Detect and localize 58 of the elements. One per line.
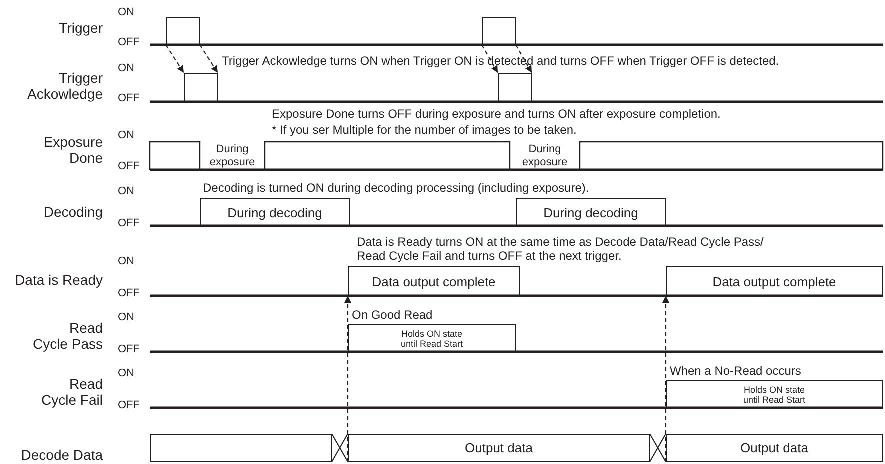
signal-name: Decoding: [42, 204, 103, 220]
signal-name: Trigger Ackowledge: [26, 70, 103, 102]
state-label: OFF: [118, 400, 140, 412]
data-segment: [666, 434, 883, 462]
signal-name: Trigger: [58, 20, 103, 36]
signal-pulse: [166, 17, 200, 45]
transition-mark: [331, 433, 349, 463]
signal-name: Exposure Done: [42, 134, 103, 166]
state-label: OFF: [118, 218, 140, 230]
pulse-caption: When a No-Read occurs: [670, 364, 802, 378]
pulse-label: Data output complete: [371, 274, 497, 289]
state-label: OFF: [118, 36, 140, 50]
pulse-label: Data output complete: [712, 274, 838, 289]
signal-pulse: [184, 73, 218, 102]
signal-name: Data is Ready: [14, 272, 103, 288]
signal-pulse: [666, 266, 883, 296]
note-text: Trigger Ackowledge turns ON when Trigger ON is detected and turns OFF when Trigger OFF is detected.: [222, 55, 780, 69]
data-segment: [150, 434, 332, 462]
state-label: OFF: [118, 344, 140, 356]
timing-arrow: [166, 44, 184, 74]
pulse-label: During decoding: [226, 205, 324, 220]
signal-pulse: [200, 198, 350, 226]
phase-label: During exposure: [521, 143, 569, 169]
state-label: ON: [118, 256, 134, 268]
state-label: ON: [118, 186, 134, 198]
pulse-label: During decoding: [542, 205, 640, 220]
timing-arrow: [344, 296, 352, 462]
timing-arrow: [482, 44, 498, 74]
state-label: ON: [118, 368, 134, 380]
transition-mark: [649, 433, 667, 463]
pulse-label: Holds ON state until Read Start: [742, 384, 807, 404]
timing-arrow: [662, 296, 670, 462]
pulse-caption: On Good Read: [352, 308, 433, 322]
pulse-label: Holds ON state until Read Start: [400, 328, 464, 348]
state-label: ON: [118, 6, 134, 20]
signal-name: Read Cycle Fail: [40, 376, 103, 408]
note-text: * If you ser Multiple for the number of images to be taken.: [272, 124, 577, 138]
pulse-label: Output data: [740, 440, 810, 456]
signal-name: Read Cycle Pass: [32, 320, 103, 352]
state-label: ON: [118, 62, 134, 76]
phase-label: During exposure: [208, 143, 256, 169]
signal-pulse: [498, 73, 532, 102]
state-label: OFF: [118, 288, 140, 300]
signal-pulse: [516, 198, 666, 226]
note-text: Exposure Done turns OFF during exposure and turns ON after exposure completion.: [272, 108, 721, 122]
note-text: Decoding is turned ON during decoding processing (including exposure).: [203, 182, 590, 196]
note-text: Data is Ready turns ON at the same time as Decode Data/Read Cycle Pass/ Read Cycle Fail and turns OFF at the next trigger.: [357, 236, 765, 264]
state-label: OFF: [118, 160, 140, 174]
timing-arrow: [516, 44, 532, 74]
signal-name: Decode Data: [20, 446, 103, 464]
data-segment: [348, 434, 650, 462]
state-label: OFF: [118, 92, 140, 106]
signal-pulse: [482, 17, 516, 45]
state-label: ON: [118, 312, 134, 324]
pulse-label: Output data: [464, 440, 534, 456]
signal-pulse: [348, 266, 520, 296]
timing-arrow: [200, 44, 218, 74]
state-label: ON: [118, 130, 134, 142]
